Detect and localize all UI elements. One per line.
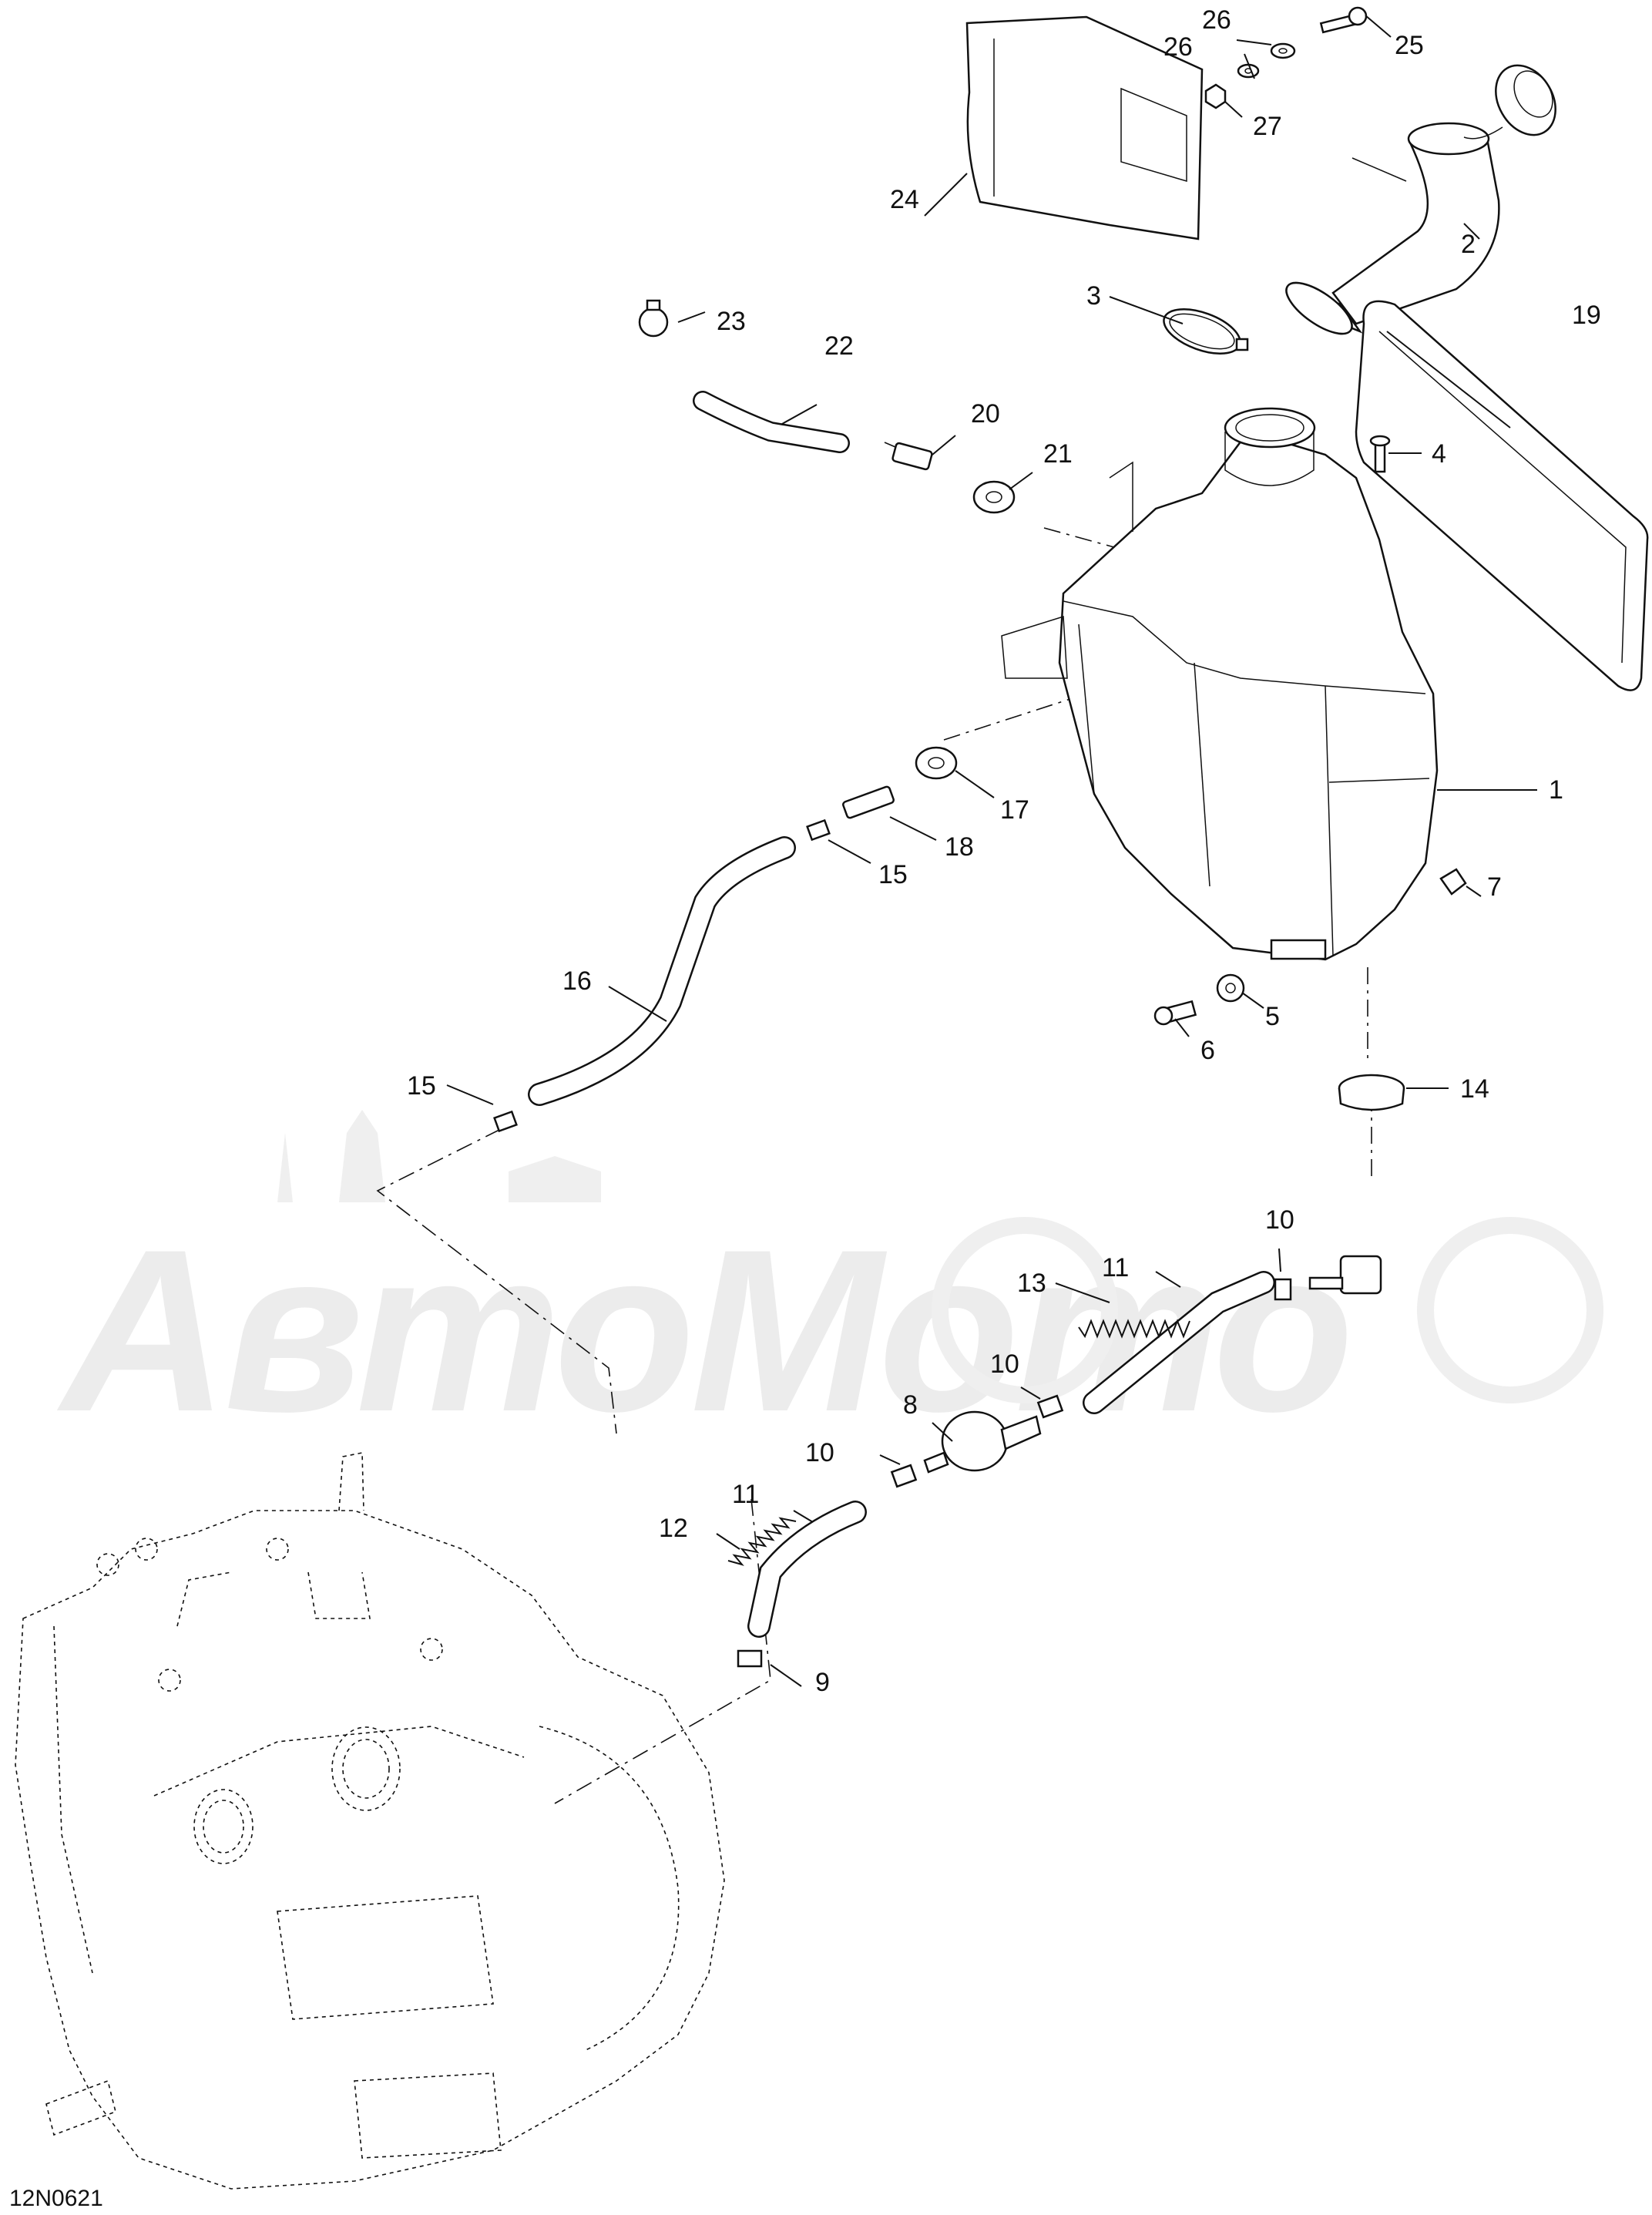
leader-lines xyxy=(446,15,1537,1687)
callout-10b: 10 xyxy=(990,1350,1019,1379)
callout-11a: 11 xyxy=(1102,1253,1129,1282)
callout-1: 1 xyxy=(1549,775,1563,805)
part-15-clamp xyxy=(493,1110,518,1133)
watermark-wheel xyxy=(932,1217,1118,1403)
part-26-washer xyxy=(1237,63,1260,79)
part-17-grommet xyxy=(915,746,958,780)
callout-25: 25 xyxy=(1395,31,1424,60)
part-22-vent-hose xyxy=(693,391,850,453)
callout-4: 4 xyxy=(1432,439,1446,469)
callout-20: 20 xyxy=(971,399,1000,429)
part-15-clamp xyxy=(806,818,831,842)
callout-26b: 26 xyxy=(1163,32,1193,62)
callout-9: 9 xyxy=(815,1668,830,1697)
callout-15a: 15 xyxy=(878,860,908,889)
part-19-foam-pad xyxy=(1355,300,1649,691)
callout-22: 22 xyxy=(824,331,854,361)
callout-12: 12 xyxy=(659,1514,688,1543)
callout-7: 7 xyxy=(1487,872,1502,902)
part-9-clamp xyxy=(737,1649,763,1668)
callout-14: 14 xyxy=(1460,1074,1489,1104)
figure-code: 12N0621 xyxy=(9,2186,103,2211)
part-5-lock-washer xyxy=(1216,973,1245,1003)
part-11-hose xyxy=(1083,1271,1275,1414)
watermark-skyline xyxy=(277,1110,601,1202)
watermark-text: АвтоМото xyxy=(55,1201,1350,1460)
part-25-screw xyxy=(1319,6,1368,34)
callout-18: 18 xyxy=(945,832,974,862)
part-18-fitting xyxy=(842,785,895,819)
callout-3: 3 xyxy=(1086,281,1101,311)
fuel-cap xyxy=(1463,64,1556,139)
part-12-spring xyxy=(727,1517,797,1566)
watermark-wheel xyxy=(1417,1217,1603,1403)
part-23-vent-valve xyxy=(638,299,669,338)
callout-21: 21 xyxy=(1043,439,1073,469)
callout-24: 24 xyxy=(890,185,919,214)
callout-8: 8 xyxy=(903,1390,918,1420)
callout-10c: 10 xyxy=(805,1438,834,1467)
callout-23: 23 xyxy=(717,307,746,336)
part-3-clamp xyxy=(1163,308,1249,355)
engine-ghost xyxy=(15,1452,725,2190)
part-6-screw xyxy=(1153,1000,1197,1026)
watermark: АвтоМото xyxy=(55,1110,1603,1460)
callout-16: 16 xyxy=(562,966,592,996)
part-26-washer xyxy=(1270,42,1296,59)
part-13-spring xyxy=(1078,1319,1190,1339)
callout-27: 27 xyxy=(1253,112,1282,141)
callout-10a: 10 xyxy=(1265,1205,1294,1235)
callout-13: 13 xyxy=(1017,1269,1046,1298)
callout-6: 6 xyxy=(1200,1036,1215,1065)
oil-filter-strainer xyxy=(1308,1255,1382,1295)
part-16-oil-hose xyxy=(528,836,796,1106)
callout-5: 5 xyxy=(1265,1002,1280,1031)
part-20-fitting xyxy=(884,442,933,471)
part-27-nut xyxy=(1204,83,1227,109)
callout-11b: 11 xyxy=(732,1480,759,1509)
callout-15b: 15 xyxy=(407,1071,436,1101)
part-24-shield xyxy=(965,15,1204,240)
part-10-clamp xyxy=(1036,1394,1064,1419)
callout-labels: 1 2 3 4 5 6 7 8 9 10 10 10 11 11 12 13 1… xyxy=(407,5,1601,1697)
callout-26a: 26 xyxy=(1202,5,1231,35)
part-11-hose xyxy=(747,1501,867,1638)
part-4-screw xyxy=(1369,435,1391,473)
callout-19: 19 xyxy=(1572,301,1601,330)
part-14-grommet xyxy=(1338,1074,1405,1111)
part-7-clip xyxy=(1439,868,1467,896)
part-10-clamp xyxy=(1274,1278,1292,1301)
part-10-clamp xyxy=(890,1464,918,1488)
part-1-oil-tank xyxy=(1001,407,1439,961)
part-21-grommet xyxy=(972,480,1016,514)
callout-17: 17 xyxy=(1000,795,1029,825)
part-8-check-valve xyxy=(923,1410,1042,1474)
part-2-filler-neck xyxy=(1285,122,1500,335)
callout-2: 2 xyxy=(1461,230,1476,259)
